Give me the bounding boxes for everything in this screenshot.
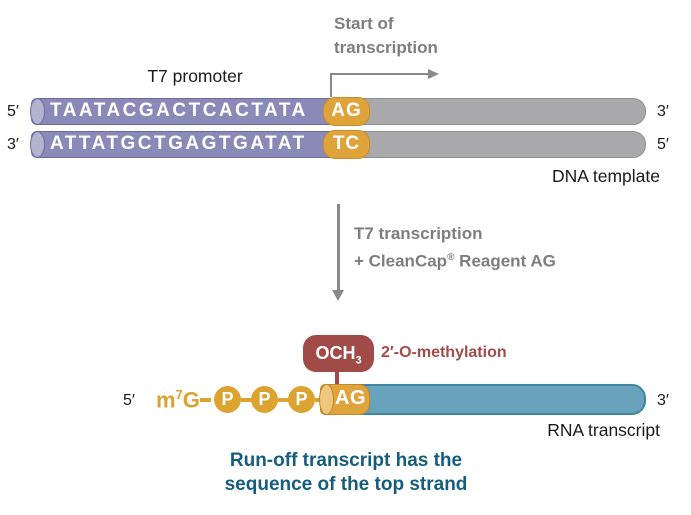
dna-top-initiation-segment: AG (323, 97, 370, 126)
rna-body-bar (359, 384, 646, 415)
rna-left-end-label: 5′ (123, 392, 135, 409)
och3-main-text: OCH (315, 343, 356, 363)
dna-top-promoter-sequence: TAATACGACTCACTATA (50, 100, 308, 121)
dna-bottom-promoter-sequence: ATTATGCTGAGTGATAT (50, 133, 307, 154)
registered-trademark-icon: ® (447, 252, 455, 263)
rna-right-end-label: 3′ (657, 392, 669, 409)
dna-bottom-left-cap (30, 131, 45, 158)
dna-bottom-right-end-label: 5′ (657, 136, 669, 153)
t7-promoter-label: T7 promoter (147, 66, 243, 86)
rna-initiation-left-cap (319, 384, 334, 415)
dna-bottom-left-end-label: 3′ (7, 136, 19, 153)
footer-line2: sequence of the top strand (224, 474, 468, 495)
reaction-line1: T7 transcription (354, 224, 483, 243)
start-of-transcription-label: Start of transcription (334, 12, 438, 60)
dna-top-right-end-label: 3′ (657, 103, 669, 120)
dna-template-label: DNA template (552, 166, 660, 186)
dna-bottom-initiation-segment: TC (323, 130, 370, 159)
phosphate-circle-2: P (251, 386, 278, 413)
reaction-line2: + CleanCap® Reagent AG (354, 251, 556, 271)
dna-bottom-downstream-bar (341, 131, 646, 158)
reaction-arrow-line (337, 204, 340, 292)
och3-stem (335, 370, 339, 392)
methylation-label: 2′-O-methylation (381, 344, 507, 361)
phosphate-circle-1: P (214, 386, 241, 413)
och3-group: OCH3 (303, 335, 374, 372)
start-arrow-vertical-line (330, 73, 332, 97)
footer-line1: Run-off transcript has the (229, 450, 463, 471)
bond-dash (241, 398, 252, 402)
reaction-arrow-down-icon (332, 290, 344, 301)
start-arrow-right-icon (428, 68, 439, 79)
dna-bottom-promoter-bar: ATTATGCTGAGTGATAT (31, 131, 340, 158)
och3-subscript: 3 (355, 354, 362, 367)
reaction-label: T7 transcription + CleanCap® Reagent AG (354, 222, 556, 274)
footer-note: Run-off transcript has the sequence of t… (126, 449, 566, 497)
bond-dash (200, 398, 211, 402)
rna-transcript-label: RNA transcript (547, 420, 660, 440)
phosphate-circle-3: P (288, 386, 315, 413)
m7g-cap-label: m7G (156, 387, 200, 413)
bond-dash (278, 398, 289, 402)
dna-top-left-cap (30, 98, 45, 125)
start-of-transcription-line2: transcription (334, 38, 438, 57)
dna-top-downstream-bar (341, 98, 646, 125)
dna-top-promoter-bar: TAATACGACTCACTATA (31, 98, 340, 125)
start-arrow-horizontal-line (330, 73, 429, 75)
dna-top-left-end-label: 5′ (7, 103, 19, 120)
start-of-transcription-line1: Start of (334, 14, 394, 33)
